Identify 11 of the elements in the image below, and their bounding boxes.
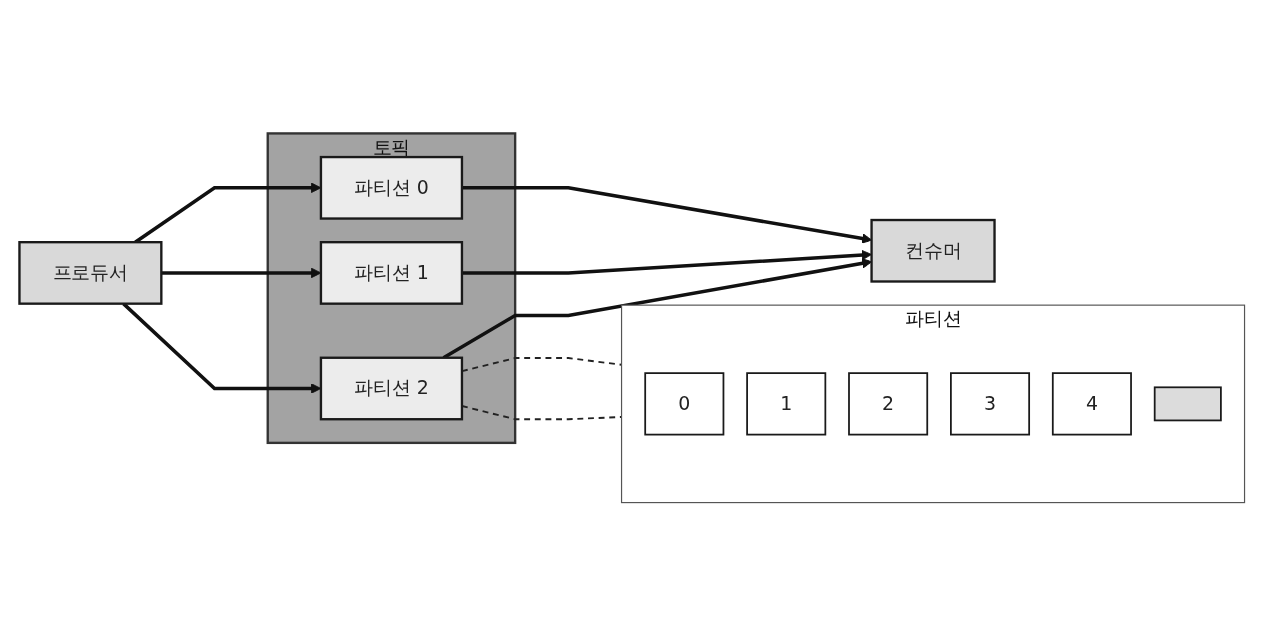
node-box: 프로듀서 (18, 241, 163, 305)
node-box: 파티션 0 (319, 155, 464, 220)
node-box: 1 (746, 372, 827, 436)
node-box: 3 (950, 372, 1031, 436)
node-box: 0 (644, 372, 725, 436)
node-box: 파티션 1 (319, 241, 464, 305)
node-box: 파티션 2 (319, 356, 464, 421)
node-box (1153, 386, 1222, 422)
node-box: 4 (1051, 372, 1132, 436)
node-box: 2 (848, 372, 929, 436)
node-box: 컨슈머 (870, 218, 996, 283)
